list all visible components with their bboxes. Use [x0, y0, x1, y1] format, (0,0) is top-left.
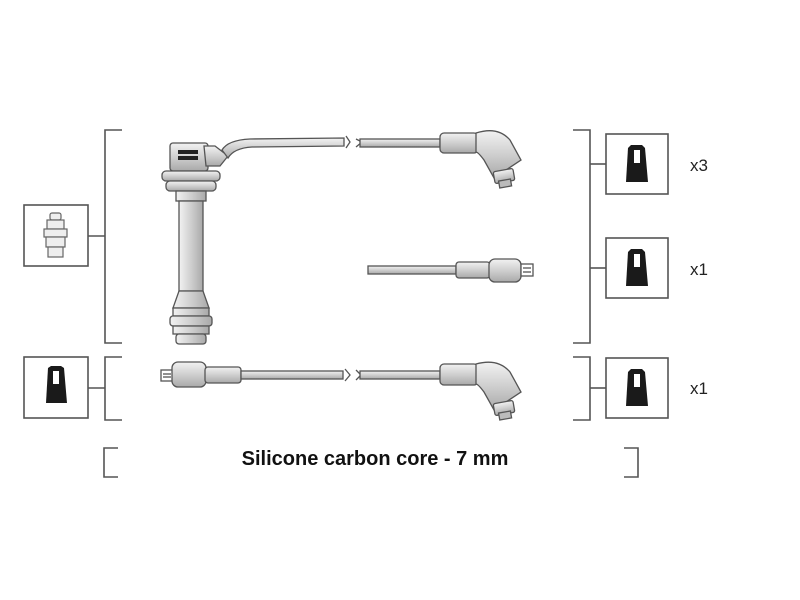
ignition-wire-icon	[367, 258, 534, 283]
footer-bracket-left	[103, 447, 118, 478]
quantity-label-2: x1	[690, 260, 708, 279]
boot-box-right-3	[605, 357, 669, 419]
quantity-label-3: x1	[690, 379, 708, 398]
left-bracket-bottom	[104, 356, 122, 421]
right-bracket-bottom	[573, 356, 591, 421]
spark-plug-boot-icon	[626, 145, 648, 182]
ignition-wire-icon	[355, 130, 522, 189]
coil-on-plug-connector	[161, 135, 351, 345]
cable-spec-caption: Silicone carbon core - 7 mm	[241, 448, 509, 470]
spark-plug-boot-icon	[626, 369, 648, 406]
quantity-label-1: x3	[690, 156, 708, 175]
boot-box-right-2	[605, 237, 669, 299]
spark-plug-boot-icon	[46, 366, 67, 403]
footer-bracket-right	[624, 447, 639, 478]
coil-connector-box	[23, 204, 89, 267]
boot-box-left	[23, 356, 89, 419]
boot-box-right-1	[605, 133, 669, 195]
ignition-wire-icon	[160, 361, 522, 421]
right-bracket-top	[573, 129, 591, 344]
left-bracket-top	[104, 129, 122, 344]
spark-plug-boot-icon	[626, 249, 648, 286]
coil-connector-icon	[43, 212, 68, 258]
